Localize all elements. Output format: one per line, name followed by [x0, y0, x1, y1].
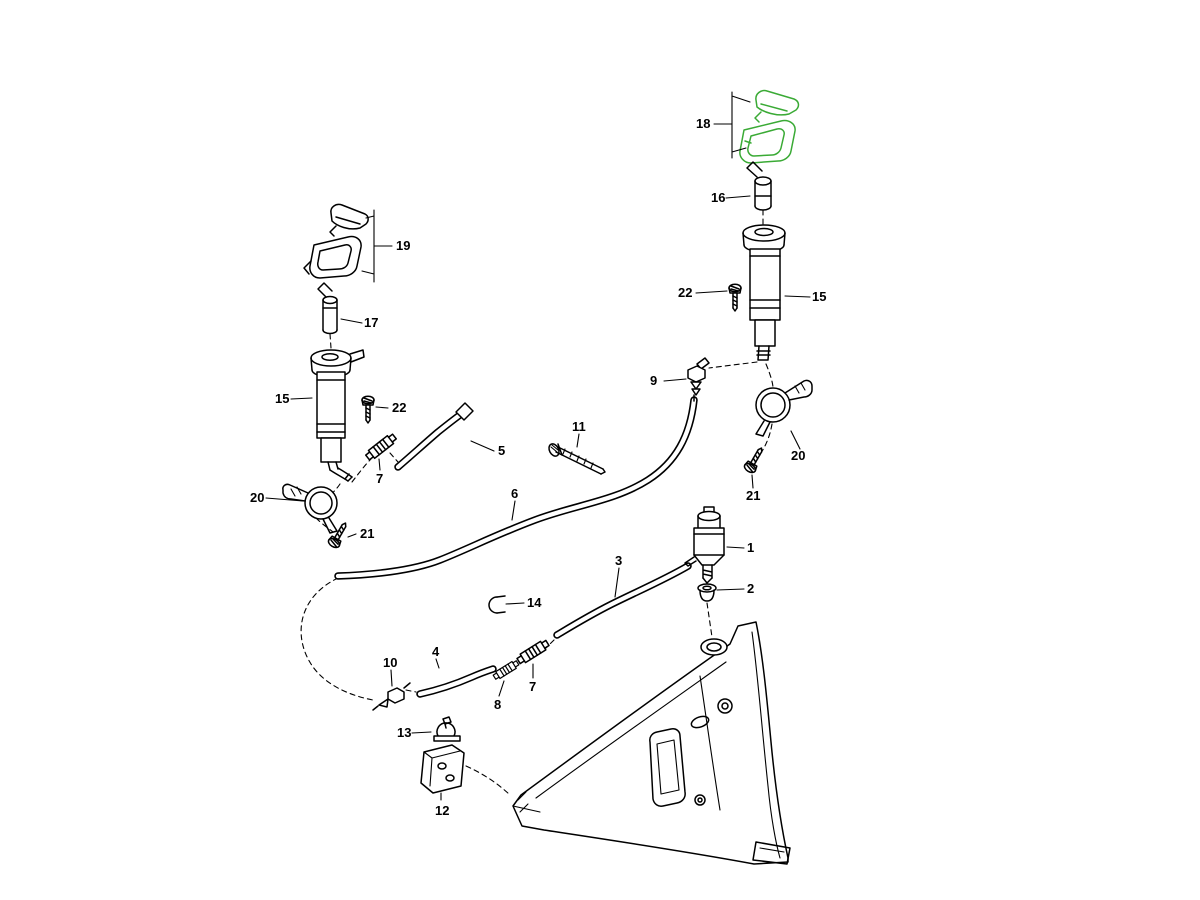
washer-pump-1: [684, 506, 725, 584]
callout-19[interactable]: 19: [396, 238, 411, 253]
screw-22-left: [361, 395, 375, 424]
callout-6[interactable]: 6: [511, 486, 519, 501]
callout-21-left[interactable]: 21: [360, 526, 375, 541]
elbow-fitting-10: [372, 682, 411, 711]
elbow-fitting-9: [687, 357, 710, 402]
callout-8[interactable]: 8: [494, 697, 502, 712]
holder-20-right: [755, 379, 813, 437]
callout-21-right[interactable]: 21: [746, 488, 761, 503]
telescopic-nozzle-15-right: [742, 224, 786, 361]
callout-20-left[interactable]: 20: [250, 490, 265, 505]
callout-15-right[interactable]: 15: [812, 289, 827, 304]
callout-20-right[interactable]: 20: [791, 448, 806, 463]
callout-17[interactable]: 17: [364, 315, 379, 330]
callout-5[interactable]: 5: [498, 443, 506, 458]
coupling-7-bottom: [515, 638, 551, 666]
telescopic-nozzle-15-left: [310, 349, 365, 482]
callout-4[interactable]: 4: [432, 644, 440, 659]
clip-14: [488, 595, 506, 614]
coupling-7-left: [363, 431, 399, 463]
cover-set-19: [303, 203, 369, 279]
washer-fluid-reservoir: [512, 621, 791, 865]
hose-6: [334, 396, 698, 580]
bracket-12: [420, 744, 465, 794]
callout-22-left[interactable]: 22: [392, 400, 407, 415]
leader-lines: [265, 91, 811, 801]
nozzle-17: [317, 282, 338, 335]
hose-3: [553, 562, 692, 639]
callout-7-left[interactable]: 7: [376, 471, 384, 486]
callout-18[interactable]: 18: [696, 116, 711, 131]
callout-9[interactable]: 9: [650, 373, 658, 388]
hose-5: [394, 402, 474, 471]
callout-22-right[interactable]: 22: [678, 285, 693, 300]
callout-12[interactable]: 12: [435, 803, 450, 818]
callout-15-left[interactable]: 15: [275, 391, 290, 406]
callout-3[interactable]: 3: [615, 553, 623, 568]
cover-set-18: [739, 89, 800, 164]
callout-13[interactable]: 13: [397, 725, 412, 740]
holder-20-left: [282, 483, 338, 534]
callout-7-bottom[interactable]: 7: [529, 679, 537, 694]
clip-13: [433, 716, 461, 742]
callout-14[interactable]: 14: [527, 595, 542, 610]
screw-11: [548, 443, 606, 475]
callout-1[interactable]: 1: [747, 540, 755, 555]
nozzle-16: [746, 161, 772, 211]
callout-11[interactable]: 11: [572, 419, 586, 434]
screw-22-right: [728, 283, 742, 312]
callout-2[interactable]: 2: [747, 581, 755, 596]
screw-21-left: [326, 519, 352, 551]
grommet-2: [697, 583, 717, 602]
callout-10[interactable]: 10: [383, 655, 398, 670]
hose-4: [416, 665, 497, 698]
callout-16[interactable]: 16: [711, 190, 726, 205]
